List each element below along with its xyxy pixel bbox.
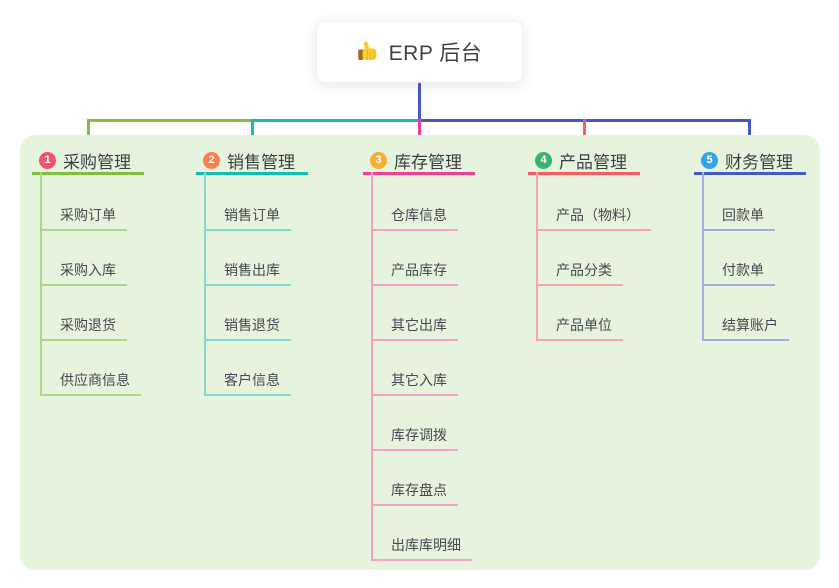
branch-badge: 1 [39,151,56,169]
connector-drop-3 [418,119,421,144]
branch-underline [528,172,640,175]
node-underline [371,504,458,506]
branch-badge: 5 [701,151,718,169]
canvas-panel [20,135,820,570]
connector-root-vertical [418,83,421,121]
node-label[interactable]: 供应商信息 [60,372,130,388]
node-underline [40,284,127,286]
node-label[interactable]: 客户信息 [224,372,280,388]
root-title: ERP 后台 [388,42,483,65]
branch-header-finance[interactable]: 5 财务管理 [701,150,793,172]
connector-drop-2 [251,119,254,144]
node-label[interactable]: 仓库信息 [391,207,447,223]
connector-drop-4 [583,119,586,144]
node-label[interactable]: 库存调拨 [391,427,447,443]
branch-header-product[interactable]: 4 产品管理 [535,150,627,172]
branch-trunk-line [536,172,538,341]
node-underline [702,229,775,231]
node-label[interactable]: 结算账户 [722,317,778,333]
node-underline [40,394,141,396]
node-underline [536,284,623,286]
node-underline [536,229,651,231]
node-underline [371,284,458,286]
branch-label: 销售管理 [227,152,295,172]
root-node-erp[interactable]: ERP 后台 [316,21,523,83]
node-label[interactable]: 产品（物料） [556,207,640,223]
node-label[interactable]: 采购退货 [60,317,116,333]
node-label[interactable]: 产品单位 [556,317,612,333]
node-label[interactable]: 销售退货 [224,317,280,333]
branch-underline [196,172,308,175]
node-underline [371,394,458,396]
connector-drop-5 [748,119,751,144]
branch-underline [694,172,806,175]
node-label[interactable]: 产品库存 [391,262,447,278]
branch-badge: 2 [203,151,220,169]
node-underline [371,339,458,341]
node-label[interactable]: 其它出库 [391,317,447,333]
branch-label: 采购管理 [63,152,131,172]
branch-label: 产品管理 [559,152,627,172]
node-underline [536,339,623,341]
node-label[interactable]: 产品分类 [556,262,612,278]
connector-drop-1 [87,119,90,144]
node-underline [204,394,291,396]
branch-header-sales[interactable]: 2 销售管理 [203,150,295,172]
node-underline [702,284,775,286]
node-label[interactable]: 其它入库 [391,372,447,388]
node-underline [204,284,291,286]
node-label[interactable]: 采购订单 [60,207,116,223]
branch-trunk-line [371,172,373,561]
node-underline [40,229,127,231]
thumbs-up-icon [357,41,377,60]
branch-badge: 3 [370,151,387,169]
node-label[interactable]: 销售出库 [224,262,280,278]
branch-label: 库存管理 [394,152,462,172]
node-label[interactable]: 库存盘点 [391,482,447,498]
node-underline [371,559,472,561]
node-underline [204,339,291,341]
node-label[interactable]: 采购入库 [60,262,116,278]
node-underline [371,229,458,231]
node-label[interactable]: 付款单 [722,262,764,278]
branch-underline [363,172,475,175]
branch-header-purchase[interactable]: 1 采购管理 [39,150,131,172]
branch-underline [32,172,144,175]
connector-bus-teal [252,119,419,122]
connector-bus-green [87,119,252,122]
node-underline [371,449,458,451]
node-label[interactable]: 回款单 [722,207,764,223]
branch-label: 财务管理 [725,152,793,172]
branch-badge: 4 [535,151,552,169]
node-underline [702,339,789,341]
node-label[interactable]: 销售订单 [224,207,280,223]
node-label[interactable]: 出库库明细 [391,537,461,553]
branch-header-inventory[interactable]: 3 库存管理 [370,150,462,172]
branch-trunk-line [702,172,704,341]
node-underline [204,229,291,231]
node-underline [40,339,127,341]
